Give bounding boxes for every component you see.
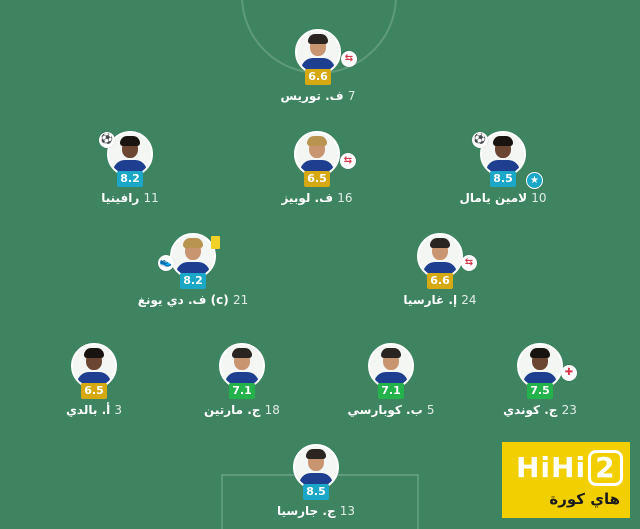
substitution-icon: ⇆	[341, 51, 357, 67]
rating-badge: 6.6	[305, 69, 331, 85]
player-dejong[interactable]: 👟 8.2 21 (c) ف. دي يونغ	[128, 233, 258, 333]
player-name: 23 ج. كوندي	[503, 403, 577, 417]
player-name: 21 (c) ف. دي يونغ	[137, 293, 249, 307]
player-name: 13 ج. جارسيا	[276, 504, 356, 518]
rating-badge: 6.6	[427, 273, 453, 289]
player-name: 18 ج. مارتين	[204, 403, 280, 417]
yellow-card-icon	[211, 236, 220, 249]
player-torres[interactable]: ⇆ 6.6 7 ف. توريس	[253, 29, 383, 129]
logo-subtitle: هاي كورة	[549, 490, 620, 508]
rating-badge: 7.1	[229, 383, 255, 399]
goal-icon: ⚽	[99, 132, 115, 148]
rating-badge: 8.5	[303, 484, 329, 500]
rating-badge: 6.5	[304, 171, 330, 187]
substitution-icon: ⇆	[461, 255, 477, 271]
player-name: 11 رافينيا	[101, 191, 159, 205]
rating-badge: 8.5	[490, 171, 516, 187]
substitution-icon: ⇆	[340, 153, 356, 169]
player-name: 10 لامين يامال	[459, 191, 547, 205]
player-photo	[368, 343, 414, 389]
player-martin[interactable]: 7.1 18 ج. مارتين	[177, 343, 307, 443]
player-cubarsi[interactable]: 7.1 5 ب. كوبارسي	[326, 343, 456, 443]
injury-cross-icon: ✚	[561, 365, 577, 381]
rating-badge: 6.5	[81, 383, 107, 399]
rating-badge: 8.2	[117, 171, 143, 187]
player-photo	[293, 444, 339, 490]
player-joan-garcia[interactable]: 8.5 13 ج. جارسيا	[251, 444, 381, 529]
player-balde[interactable]: 6.5 3 أ. بالدي	[29, 343, 159, 443]
star-player-icon: ★	[526, 172, 543, 189]
player-name: 7 ف. توريس	[280, 89, 356, 103]
player-photo	[219, 343, 265, 389]
rating-badge: 7.5	[527, 383, 553, 399]
rating-badge: 8.2	[180, 273, 206, 289]
player-kounde[interactable]: ✚ 7.5 23 ج. كوندي	[475, 343, 605, 443]
player-raphinha[interactable]: ⚽ 8.2 11 رافينيا	[65, 131, 195, 231]
player-name: 3 أ. بالدي	[65, 403, 123, 417]
player-lopez[interactable]: ⇆ 6.5 16 ف. لوبيز	[252, 131, 382, 231]
goal-icon: ⚽	[472, 132, 488, 148]
player-name: 24 إ. غارسيا	[403, 293, 477, 307]
player-name: 16 ف. لوبيز	[281, 191, 353, 205]
player-eric-garcia[interactable]: ⇆ 6.6 24 إ. غارسيا	[375, 233, 505, 333]
player-name: 5 ب. كوبارسي	[347, 403, 435, 417]
rating-badge: 7.1	[378, 383, 404, 399]
assist-boot-icon: 👟	[158, 255, 174, 271]
player-yamal[interactable]: ⚽ ★ 8.5 10 لامين يامال	[438, 131, 568, 231]
